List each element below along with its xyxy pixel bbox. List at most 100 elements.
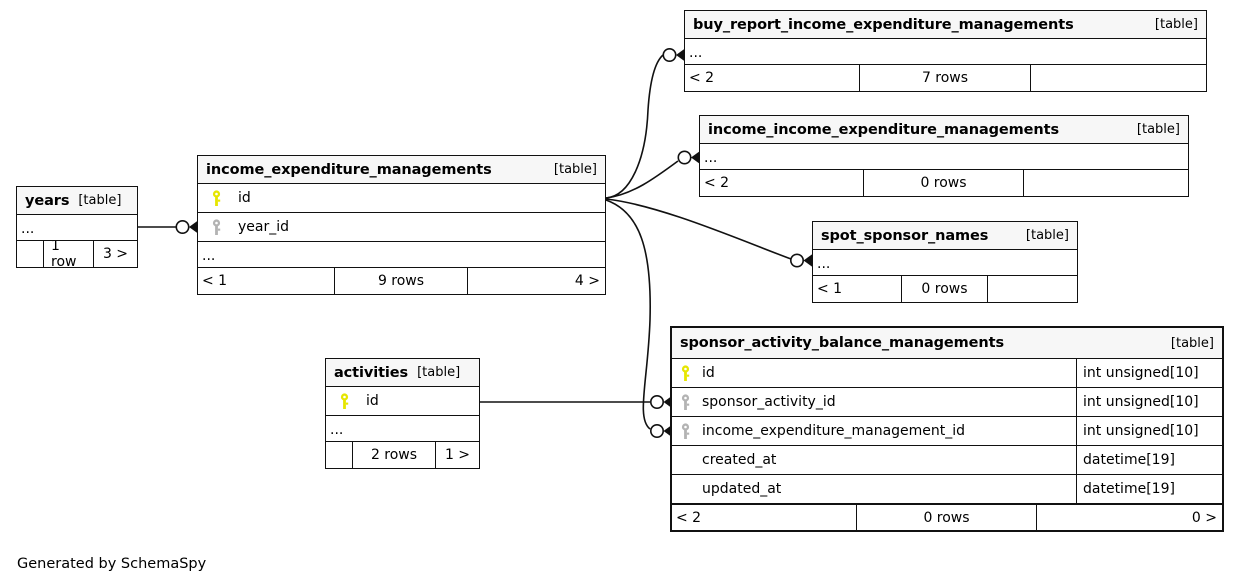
table-header: income_expenditure_managements [table] [198, 156, 605, 184]
edge-marker-circle [662, 47, 677, 62]
footer-row-count: 0 rows [855, 505, 1037, 530]
table-footer: < 1 0 rows [813, 276, 1077, 302]
edge-marker-circle [649, 394, 664, 409]
column-name: year_id [238, 219, 290, 235]
foreign-key-icon [198, 218, 234, 236]
hidden-columns-ellipsis: ... [198, 242, 605, 268]
table-header: sponsor_activity_balance_managements [ta… [672, 328, 1222, 359]
hidden-columns-ellipsis: ... [326, 416, 479, 442]
table-buy-report-income-expenditure-managements[interactable]: buy_report_income_expenditure_management… [684, 10, 1207, 92]
column-name: id [366, 393, 379, 409]
table-name: sponsor_activity_balance_managements [680, 335, 1004, 351]
footer-outgoing-count: 1 > [435, 442, 479, 468]
footer-row-count: 0 rows [901, 276, 986, 302]
table-sponsor-activity-balance-managements[interactable]: sponsor_activity_balance_managements [ta… [670, 326, 1224, 532]
table-income-expenditure-managements[interactable]: income_expenditure_managements [table] i… [197, 155, 606, 295]
table-header: buy_report_income_expenditure_management… [685, 11, 1206, 39]
table-header: years [table] [17, 187, 137, 215]
table-name: activities [334, 364, 409, 381]
table-column-row[interactable]: id [198, 184, 605, 213]
foreign-key-icon [672, 393, 698, 411]
table-name: buy_report_income_expenditure_management… [693, 16, 1074, 33]
footer-outgoing-count [1023, 170, 1188, 196]
footer-row-count: 1 row [43, 241, 93, 267]
hidden-columns-ellipsis: ... [813, 250, 1077, 276]
table-footer: < 1 9 rows 4 > [198, 268, 605, 294]
primary-key-icon [672, 364, 698, 382]
edge-marker-circle [649, 423, 664, 438]
table-tag: [table] [1154, 17, 1198, 32]
footer-incoming-count: < 1 [817, 281, 843, 297]
hidden-columns-ellipsis: ... [700, 144, 1188, 170]
table-footer: 2 rows 1 > [326, 442, 479, 468]
table-column-row[interactable]: income_expenditure_management_id int uns… [672, 417, 1222, 446]
table-tag: [table] [1170, 335, 1214, 351]
column-name: id [702, 365, 715, 381]
table-column-row[interactable]: updated_at datetime[19] [672, 475, 1222, 504]
edge-marker-circle [677, 150, 692, 165]
edge-iem-to-sponsor-activity-balance [605, 199, 652, 430]
hidden-columns-ellipsis: ... [17, 215, 137, 241]
table-tag: [table] [1025, 228, 1069, 243]
table-header: spot_sponsor_names [table] [813, 222, 1077, 250]
column-type: datetime[19] [1076, 475, 1222, 503]
table-tag: [table] [78, 193, 122, 208]
table-tag: [table] [1136, 122, 1180, 137]
table-header: activities [table] [326, 359, 479, 387]
column-name: updated_at [702, 481, 782, 497]
footer-incoming-count: < 2 [689, 70, 715, 86]
footer-row-count: 7 rows [859, 65, 1030, 91]
table-tag: [table] [417, 365, 461, 380]
table-column-row[interactable]: id int unsigned[10] [672, 359, 1222, 388]
foreign-key-icon [672, 422, 698, 440]
column-name: income_expenditure_management_id [702, 423, 966, 439]
table-tag: [table] [553, 162, 597, 177]
primary-key-icon [326, 392, 362, 410]
table-name: spot_sponsor_names [821, 227, 989, 244]
footer-incoming-count: < 2 [704, 175, 730, 191]
footer-row-count: 0 rows [863, 170, 1023, 196]
table-column-row[interactable]: created_at datetime[19] [672, 446, 1222, 475]
footer-incoming-count: < 2 [676, 509, 702, 526]
footer-outgoing-count [1030, 65, 1206, 91]
hidden-columns-ellipsis: ... [685, 39, 1206, 65]
edge-iem-to-spot-sponsor-names [605, 198, 792, 260]
table-activities[interactable]: activities [table] id ... 2 rows 1 > [325, 358, 480, 469]
table-footer: < 2 7 rows [685, 65, 1206, 91]
footer-outgoing-count: 3 > [93, 241, 137, 267]
edge-marker-circle [789, 253, 804, 268]
footer-incoming-count: < 1 [202, 273, 228, 289]
footer-outgoing-count [986, 276, 1077, 302]
edge-iem-to-buy-report [605, 54, 664, 199]
table-name: income_income_expenditure_managements [708, 121, 1059, 138]
table-income-income-expenditure-managements[interactable]: income_income_expenditure_managements [t… [699, 115, 1189, 197]
footer-incoming-count [17, 241, 43, 267]
table-name: income_expenditure_managements [206, 161, 492, 178]
table-header: income_income_expenditure_managements [t… [700, 116, 1188, 144]
column-name: id [238, 190, 251, 206]
column-type: int unsigned[10] [1076, 417, 1222, 445]
table-column-row[interactable]: sponsor_activity_id int unsigned[10] [672, 388, 1222, 417]
table-name: years [25, 192, 70, 209]
column-name: created_at [702, 452, 777, 468]
table-footer: 1 row 3 > [17, 241, 137, 267]
table-years[interactable]: years [table] ... 1 row 3 > [16, 186, 138, 268]
table-spot-sponsor-names[interactable]: spot_sponsor_names [table] ... < 1 0 row… [812, 221, 1078, 303]
table-column-row[interactable]: year_id [198, 213, 605, 242]
table-column-row[interactable]: id [326, 387, 479, 416]
column-type: datetime[19] [1076, 446, 1222, 474]
edge-iem-to-income-income [605, 160, 679, 199]
footer-outgoing-count: 4 > [467, 268, 605, 294]
footer-incoming-count [326, 442, 352, 468]
edge-marker-circle [175, 220, 190, 235]
column-type: int unsigned[10] [1076, 359, 1222, 387]
schemaspy-credit: Generated by SchemaSpy [17, 556, 207, 572]
footer-row-count: 9 rows [334, 268, 467, 294]
column-name: sponsor_activity_id [702, 394, 836, 410]
table-footer: < 2 0 rows [700, 170, 1188, 196]
footer-row-count: 2 rows [352, 442, 435, 468]
primary-key-icon [198, 189, 234, 207]
column-type: int unsigned[10] [1076, 388, 1222, 416]
table-footer: < 2 0 rows 0 > [672, 504, 1222, 530]
